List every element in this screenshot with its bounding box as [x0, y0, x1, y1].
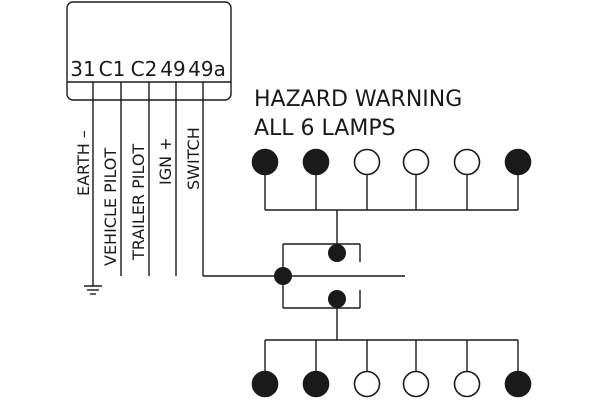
bottom-lamp-2-lit [302, 370, 330, 398]
diagram-heading-line1: HAZARD WARNING [254, 87, 462, 112]
wire-label-switch: SWITCH [184, 127, 203, 190]
switch-junction-bottom [328, 290, 346, 308]
switch-junction-top [328, 244, 346, 262]
terminal-label-49: 49 [160, 57, 185, 81]
top-lamp-3-unlit [353, 148, 381, 176]
bottom-lamp-5-unlit [453, 370, 481, 398]
earth-ground-icon [84, 285, 102, 295]
wire-label-earth: EARTH – [74, 130, 93, 196]
terminal-label-49a: 49a [188, 57, 226, 81]
diagram-heading-line2: ALL 6 LAMPS [254, 116, 396, 141]
top-lamp-6-lit [504, 148, 532, 176]
terminal-label-c2: C2 [131, 57, 158, 81]
bottom-lamp-1-lit [251, 370, 279, 398]
wire-label-vehicle-pilot: VEHICLE PILOT [101, 148, 120, 266]
switch-junction-center [274, 267, 292, 285]
top-lamp-5-unlit [453, 148, 481, 176]
lamp-row-bottom [251, 340, 532, 398]
terminal-label-31: 31 [70, 57, 95, 81]
lamp-row-top [251, 148, 532, 210]
wire-label-ignition: IGN + [156, 137, 175, 185]
bottom-lamp-3-unlit [353, 370, 381, 398]
bottom-lamp-4-unlit [402, 370, 430, 398]
hazard-switch-block [274, 210, 361, 340]
top-lamp-1-lit [251, 148, 279, 176]
top-lamp-4-unlit [402, 148, 430, 176]
terminal-label-c1: C1 [99, 57, 126, 81]
bottom-lamp-6-lit [504, 370, 532, 398]
top-lamp-2-lit [302, 148, 330, 176]
wire-label-trailer-pilot: TRAILER PILOT [129, 144, 148, 261]
